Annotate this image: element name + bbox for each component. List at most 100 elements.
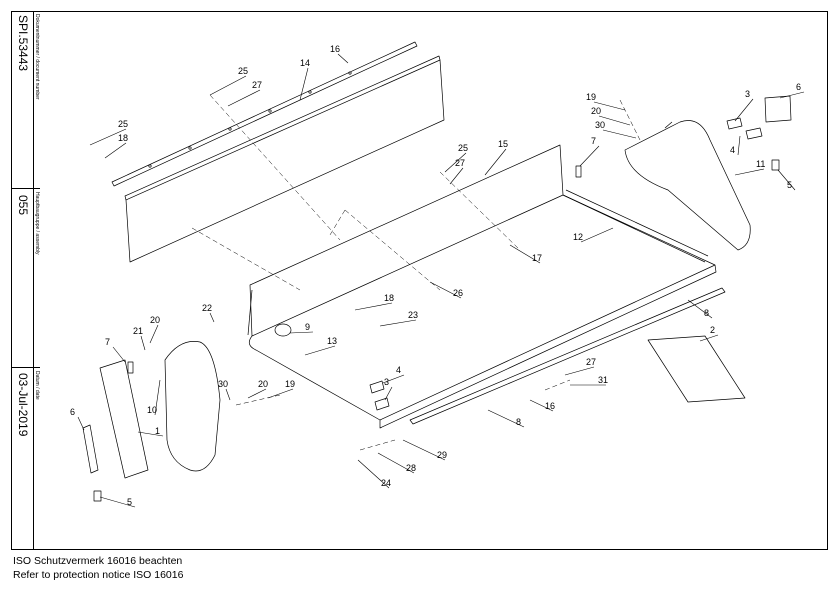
protection-notice-de: ISO Schutzvermerk 16016 beachten xyxy=(13,555,183,567)
side-panel xyxy=(562,189,709,263)
right-strip xyxy=(647,335,746,403)
callout-leader xyxy=(580,227,614,243)
callout-number: 27 xyxy=(252,80,262,90)
callout-leader xyxy=(149,324,159,344)
callout-leader xyxy=(593,101,626,111)
callout-leader xyxy=(154,379,161,416)
callout-number: 3 xyxy=(745,89,750,99)
callout-number: 7 xyxy=(105,337,110,347)
callout-number: 6 xyxy=(796,82,801,92)
callout-number: 24 xyxy=(381,478,391,488)
callout-leader xyxy=(99,496,136,508)
callout-number: 14 xyxy=(300,58,310,68)
callout-leader xyxy=(564,366,595,376)
callout-leader xyxy=(104,142,127,159)
callout-number: 27 xyxy=(586,357,596,367)
label-plate-right xyxy=(764,95,792,123)
callout-number: 17 xyxy=(532,253,542,263)
roller xyxy=(274,323,292,337)
callout-leader xyxy=(337,53,349,64)
callout-number: 19 xyxy=(285,379,295,389)
callout-number: 20 xyxy=(258,379,268,389)
callout-leader xyxy=(384,386,393,401)
callout-number: 1 xyxy=(155,426,160,436)
callout-number: 4 xyxy=(730,145,735,155)
callout-number: 7 xyxy=(591,136,596,146)
callout-leader xyxy=(598,115,631,126)
callout-number: 25 xyxy=(458,143,468,153)
callout-leader xyxy=(734,98,754,122)
callout-leader xyxy=(247,388,267,399)
right-end-cap xyxy=(624,120,751,251)
callout-leader xyxy=(379,319,417,327)
callout-number: 21 xyxy=(133,326,143,336)
callout-number: 13 xyxy=(327,336,337,346)
assembly-cell: Hauptbaugruppe / assembly 055 xyxy=(11,189,40,368)
callout-leader xyxy=(225,388,231,401)
callout-number: 30 xyxy=(218,379,228,389)
callout-leader xyxy=(209,312,215,323)
doc-number-cell: Dokumentnummer / document number SPI.534… xyxy=(11,11,40,189)
callout-number: 8 xyxy=(516,417,521,427)
callout-leader xyxy=(734,168,765,176)
callout-number: 19 xyxy=(586,92,596,102)
callout-number: 3 xyxy=(384,377,389,387)
callout-leader xyxy=(444,152,467,173)
drawing-frame xyxy=(11,11,828,550)
callout-number: 20 xyxy=(591,106,601,116)
callout-number: 8 xyxy=(704,308,709,318)
callout-number: 25 xyxy=(238,66,248,76)
callout-number: 30 xyxy=(595,120,605,130)
callout-leader xyxy=(137,431,164,437)
callout-number: 4 xyxy=(396,365,401,375)
callout-number: 15 xyxy=(498,139,508,149)
callout-number: 22 xyxy=(202,303,212,313)
callout-number: 20 xyxy=(150,315,160,325)
back-panel xyxy=(124,55,445,263)
callout-leader xyxy=(89,128,127,146)
callout-leader xyxy=(449,167,464,185)
label-plate-left xyxy=(82,424,99,474)
callout-leader xyxy=(484,148,507,176)
callout-leader xyxy=(209,75,247,96)
callout-leader xyxy=(602,129,637,139)
protection-notice-en: Refer to protection notice ISO 16016 xyxy=(13,569,184,581)
callout-number: 9 xyxy=(305,322,310,332)
callout-leader xyxy=(289,331,314,334)
callout-leader xyxy=(112,346,126,363)
callout-number: 10 xyxy=(147,405,157,415)
callout-number: 25 xyxy=(118,119,128,129)
top-rail xyxy=(111,41,418,187)
callout-number: 31 xyxy=(598,375,608,385)
callout-leader xyxy=(429,281,462,299)
callout-number: 5 xyxy=(787,180,792,190)
callout-number: 5 xyxy=(127,497,132,507)
callout-number: 6 xyxy=(70,407,75,417)
callout-number: 18 xyxy=(384,293,394,303)
callout-number: 23 xyxy=(408,310,418,320)
left-end-cap xyxy=(164,341,221,472)
left-panel xyxy=(99,359,149,479)
callout-number: 27 xyxy=(455,158,465,168)
callout-number: 11 xyxy=(756,159,765,169)
callout-number: 18 xyxy=(118,133,128,143)
callout-number: 26 xyxy=(453,288,463,298)
callout-leader xyxy=(382,374,405,384)
callout-leader xyxy=(267,388,294,399)
callout-leader xyxy=(299,67,309,101)
callout-leader xyxy=(687,299,713,319)
callout-number: 28 xyxy=(406,463,416,473)
callout-number: 16 xyxy=(330,44,340,54)
callout-leader xyxy=(779,91,805,99)
callout-leader xyxy=(777,169,796,191)
callout-number: 16 xyxy=(545,401,555,411)
callout-leader xyxy=(402,439,446,461)
title-block: Dokumentnummer / document number SPI.534… xyxy=(11,11,40,550)
callout-leader xyxy=(304,345,336,356)
callout-leader xyxy=(487,409,525,428)
callout-number: 29 xyxy=(437,450,447,460)
callout-leader xyxy=(140,335,146,351)
callout-leader xyxy=(357,459,390,489)
callout-leader xyxy=(509,244,541,264)
